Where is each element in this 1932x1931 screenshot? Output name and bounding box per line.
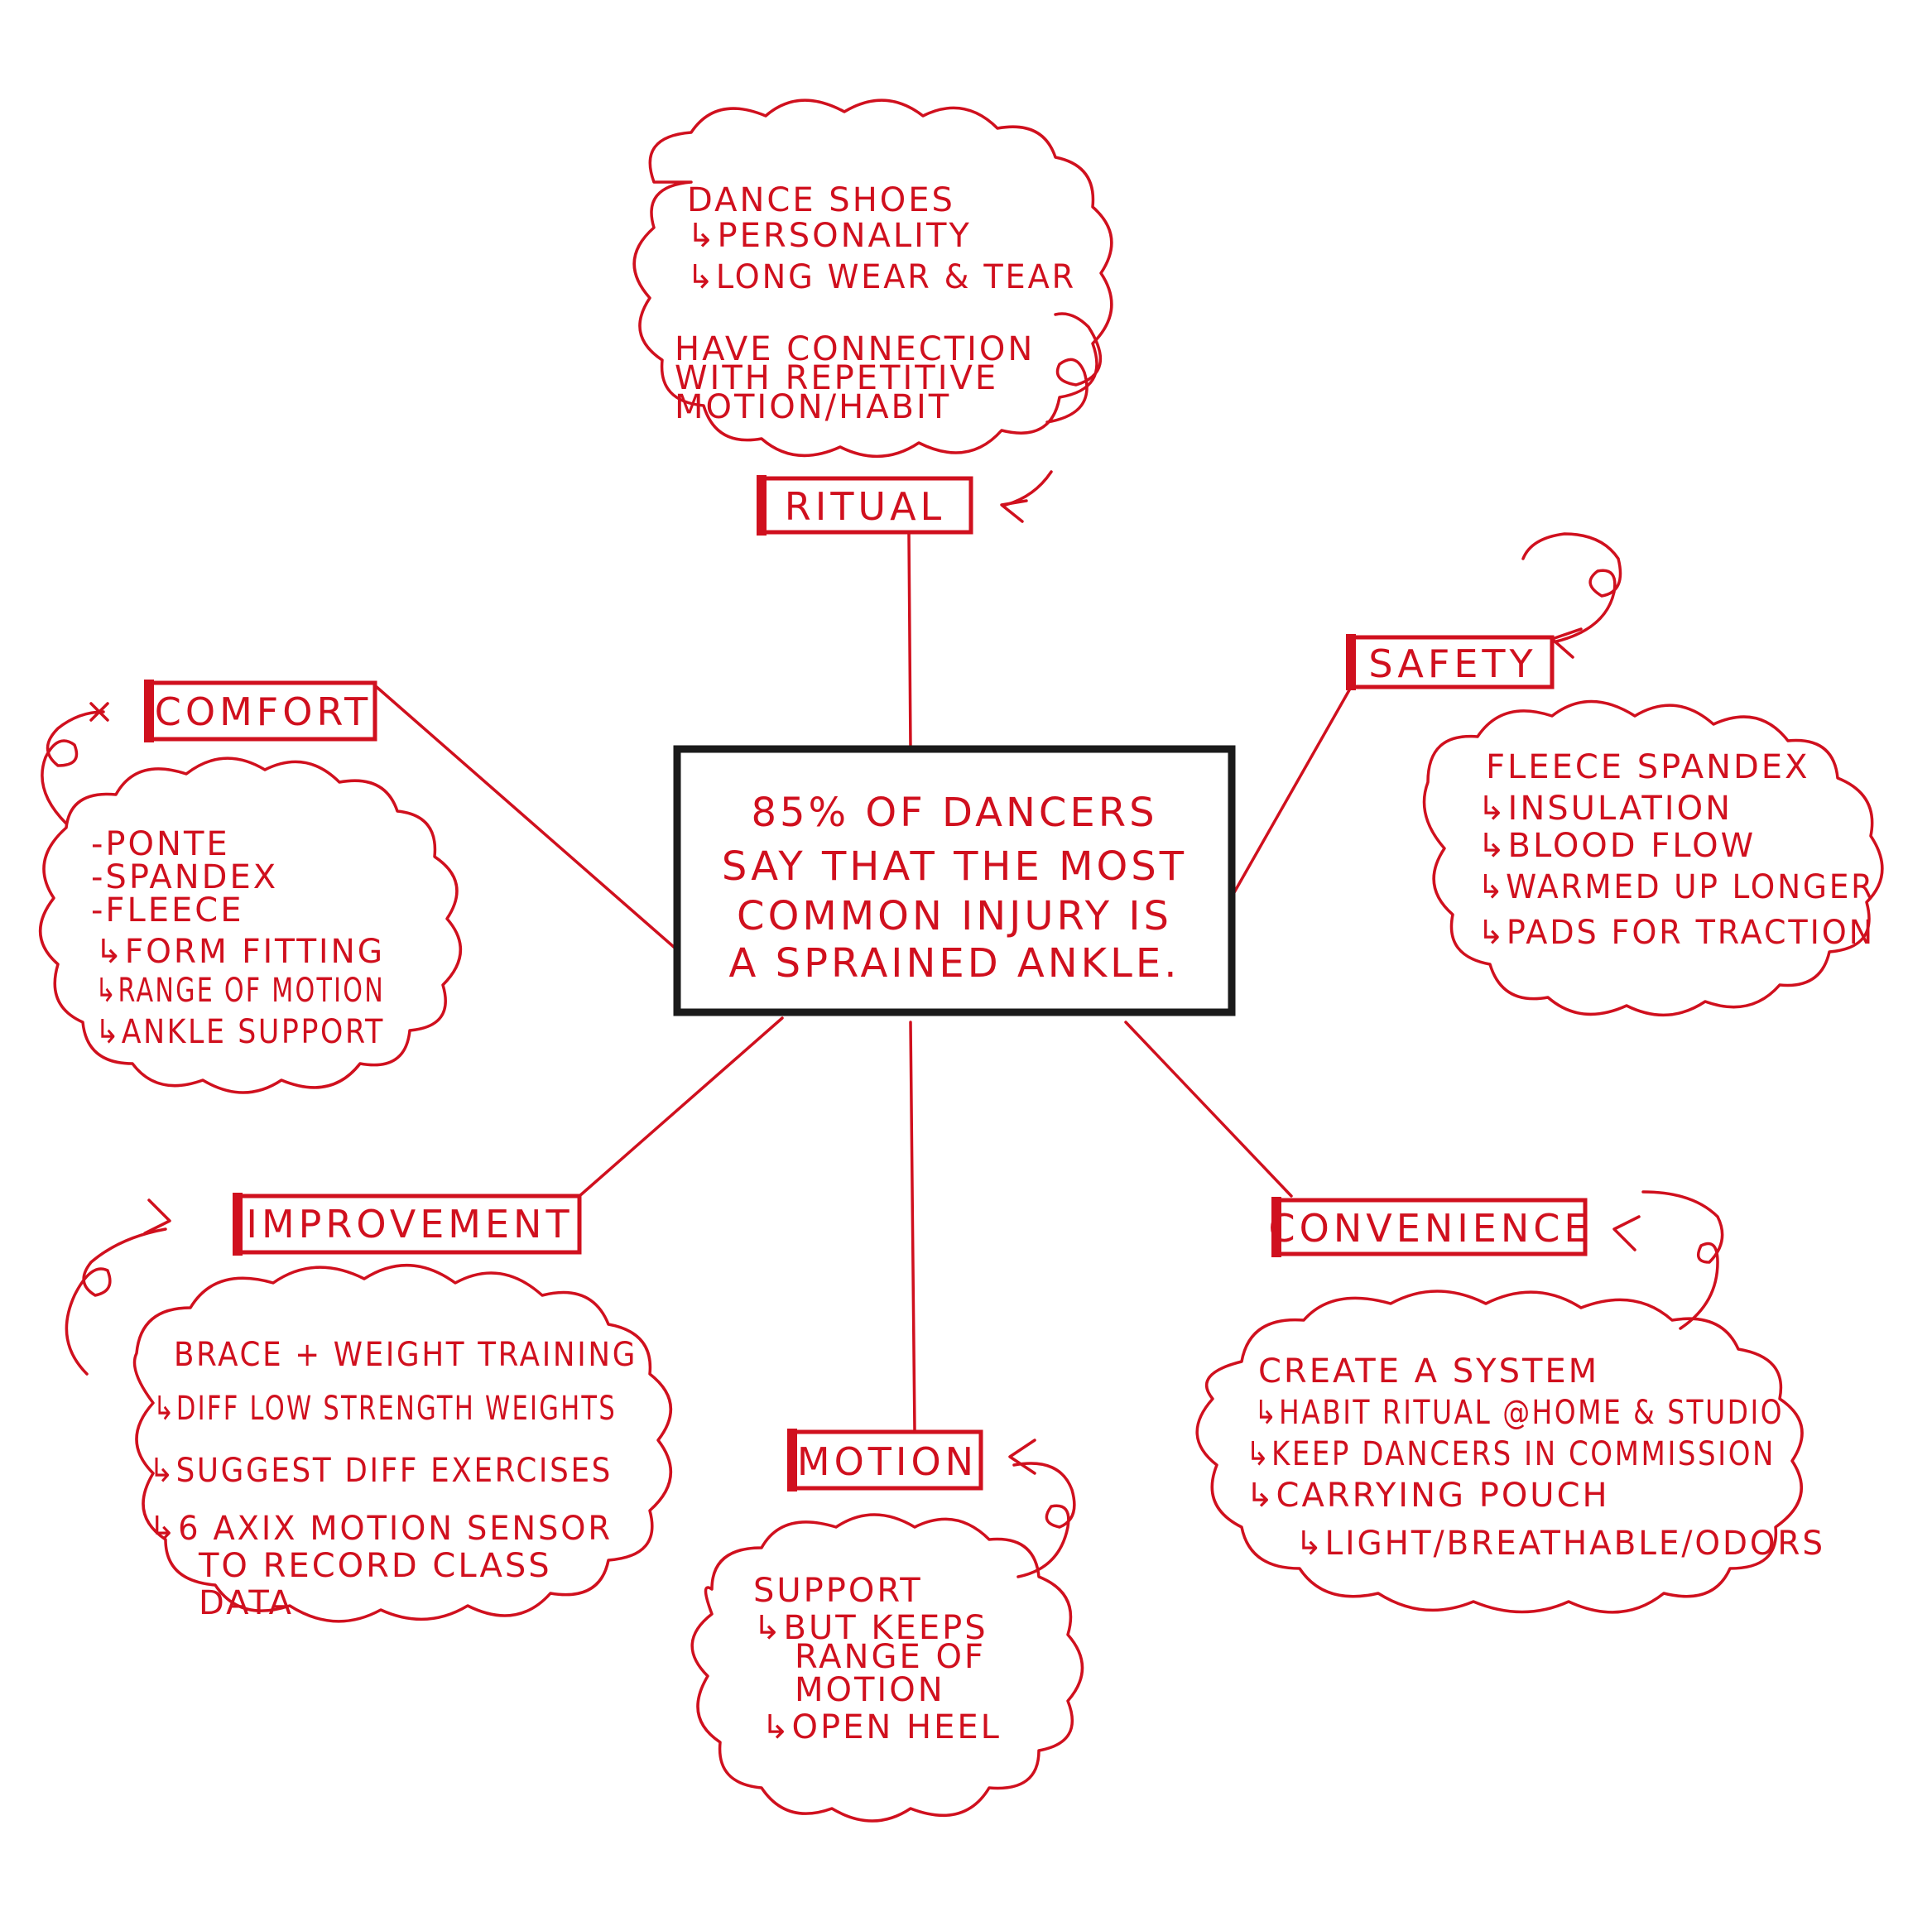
convenience-line-5: ↳LIGHT/BREATHABLE/ODORS xyxy=(1295,1525,1825,1563)
comfort-line-2: -SPANDEX xyxy=(91,858,278,896)
safety-line-3: ↳BLOOD FLOW xyxy=(1478,827,1756,865)
motion-label-edge xyxy=(787,1429,797,1491)
motion-line-4: MOTION xyxy=(795,1671,945,1709)
topic-motion: SUPPORT ↳BUT KEEPS RANGE OF MOTION ↳OPEN… xyxy=(690,1429,1084,1823)
convenience-line-2: ↳HABIT RITUAL @HOME & STUDIO xyxy=(1254,1394,1784,1432)
motion-cloud xyxy=(690,1513,1084,1823)
ritual-arrow-head xyxy=(1000,499,1028,523)
ritual-line-5: HAVE CONNECTION xyxy=(675,330,1035,368)
comfort-line-1: -PONTE xyxy=(91,825,230,863)
ritual-label-edge xyxy=(757,475,767,536)
ritual-line-7: MOTION/HABIT xyxy=(675,388,951,426)
improvement-cloud xyxy=(132,1264,673,1623)
safety-line-1: FLEECE SPANDEX xyxy=(1486,748,1809,786)
convenience-arrow-head xyxy=(1612,1215,1641,1251)
comfort-cloud xyxy=(38,757,462,1094)
safety-line-5: ↳PADS FOR TRACTION xyxy=(1478,914,1875,952)
improvement-line-1: BRACE + WEIGHT TRAINING xyxy=(174,1336,637,1374)
center-box-border xyxy=(673,745,1236,1016)
comfort-label: COMFORT xyxy=(155,689,372,734)
improvement-line-6: DATA xyxy=(199,1584,294,1622)
connector-motion xyxy=(909,1021,916,1434)
connector-convenience xyxy=(1124,1021,1293,1198)
improvement-arrow xyxy=(65,1227,167,1376)
motion-line-1: SUPPORT xyxy=(753,1572,923,1610)
safety-cloud xyxy=(1422,699,1884,1017)
center-line-3: COMMON INJURY IS xyxy=(737,893,1172,939)
ritual-line-6: WITH REPETITIVE xyxy=(675,359,998,397)
topic-improvement: BRACE + WEIGHT TRAINING ↳DIFF LOW STRENG… xyxy=(65,1193,673,1623)
improvement-label: IMPROVEMENT xyxy=(246,1202,573,1247)
motion-line-5: ↳OPEN HEEL xyxy=(762,1708,1002,1746)
center-line-4: A SPRAINED ANKLE. xyxy=(729,940,1180,987)
connectors xyxy=(375,532,1355,1434)
ritual-cloud xyxy=(632,98,1113,459)
convenience-label-edge xyxy=(1271,1197,1281,1257)
ritual-arrow-tail xyxy=(1004,470,1053,507)
connector-safety xyxy=(1232,681,1355,896)
motion-label: MOTION xyxy=(797,1439,978,1484)
topic-safety: FLEECE SPANDEX ↳INSULATION ↳BLOOD FLOW ↳… xyxy=(1346,532,1884,1017)
improvement-line-4: ↳6 AXIX MOTION SENSOR xyxy=(149,1510,613,1548)
ritual-line-2: ↳PERSONALITY xyxy=(687,217,972,255)
motion-line-2: ↳BUT KEEPS xyxy=(753,1609,988,1647)
improvement-label-edge xyxy=(233,1193,243,1256)
comfort-line-6: ↳ANKLE SUPPORT xyxy=(95,1013,385,1051)
motion-arrow xyxy=(1012,1462,1076,1578)
topic-convenience: CREATE A SYSTEM ↳HABIT RITUAL @HOME & ST… xyxy=(1195,1190,1825,1614)
center-box: 85% OF DANCERS SAY THAT THE MOST COMMON … xyxy=(673,745,1236,1016)
ritual-label: RITUAL xyxy=(785,484,945,529)
comfort-line-4: ↳FORM FITTING xyxy=(95,933,385,971)
safety-label-edge xyxy=(1346,634,1356,690)
connector-improvement xyxy=(578,1016,784,1198)
safety-arrow xyxy=(1521,532,1622,643)
center-line-2: SAY THAT THE MOST xyxy=(722,843,1187,890)
convenience-cloud xyxy=(1195,1290,1804,1614)
center-line-1: 85% OF DANCERS xyxy=(751,790,1157,836)
safety-label: SAFETY xyxy=(1368,641,1536,686)
comfort-line-5: ↳RANGE OF MOTION xyxy=(95,972,385,1010)
ritual-line-3: ↳LONG WEAR & TEAR xyxy=(687,258,1076,296)
comfort-line-3: -FLEECE xyxy=(91,891,243,929)
topic-comfort: -PONTE -SPANDEX -FLEECE ↳FORM FITTING ↳R… xyxy=(38,680,462,1094)
improvement-arrow-head xyxy=(143,1198,171,1235)
convenience-label: CONVENIENCE xyxy=(1269,1206,1593,1251)
motion-arrow-head xyxy=(1008,1439,1036,1475)
connector-comfort xyxy=(375,685,676,949)
comfort-arrow xyxy=(41,710,105,825)
improvement-line-5: TO RECORD CLASS xyxy=(198,1547,552,1585)
convenience-line-1: CREATE A SYSTEM xyxy=(1258,1352,1599,1391)
safety-line-2: ↳INSULATION xyxy=(1478,790,1733,828)
convenience-line-3: ↳KEEP DANCERS IN COMMISSION xyxy=(1246,1435,1776,1473)
improvement-line-2: ↳DIFF LOW STRENGTH WEIGHTS xyxy=(153,1390,617,1428)
safety-line-4: ↳WARMED UP LONGER xyxy=(1478,868,1875,906)
motion-line-3: RANGE OF xyxy=(795,1638,986,1676)
convenience-arrow xyxy=(1641,1190,1724,1330)
ritual-arrow xyxy=(1045,312,1103,424)
comfort-arrow-head xyxy=(89,702,109,722)
improvement-line-3: ↳SUGGEST DIFF EXERCISES xyxy=(149,1452,613,1490)
convenience-line-4: ↳CARRYING POUCH xyxy=(1246,1477,1610,1515)
connector-ritual xyxy=(907,532,912,751)
ritual-line-1: DANCE SHOES xyxy=(687,181,955,219)
topic-ritual: DANCE SHOES ↳PERSONALITY ↳LONG WEAR & TE… xyxy=(632,98,1113,536)
comfort-label-edge xyxy=(144,680,154,742)
